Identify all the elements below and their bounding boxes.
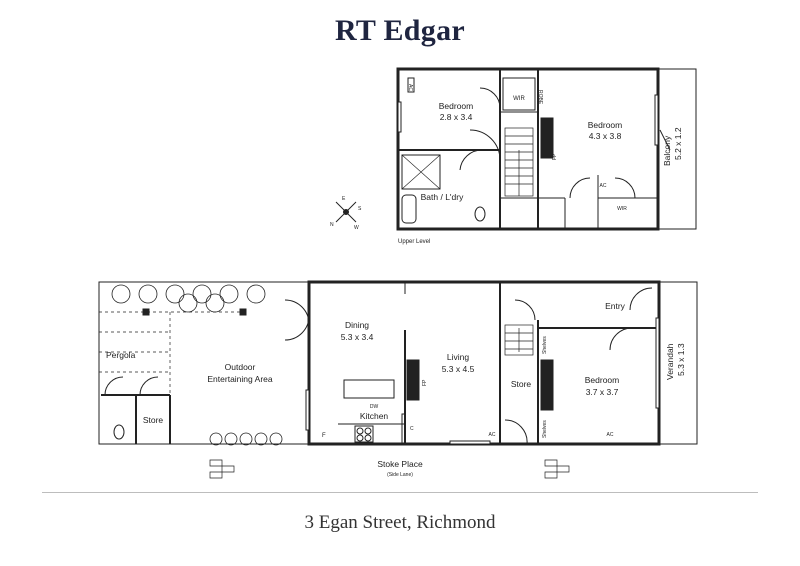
- compass-s: S: [358, 206, 362, 212]
- upper-fp: FP: [552, 153, 558, 160]
- dw-label: DW: [370, 404, 379, 410]
- pergola-label: Pergola: [106, 350, 136, 360]
- outdoor-line-2: Entertaining Area: [207, 374, 272, 384]
- upper-wir-1: WIR: [513, 96, 525, 102]
- kitchen-label: Kitchen: [360, 411, 389, 421]
- upper-level-plan: [396, 67, 697, 231]
- compass-icon: N E S W: [330, 196, 362, 231]
- compass-w: W: [354, 225, 359, 231]
- living-name: Living: [447, 352, 469, 362]
- upper-bath: Bath / L'dry: [421, 192, 464, 202]
- ground-level-plan: [98, 280, 698, 446]
- ground-ac-2: AC: [607, 432, 614, 438]
- living-size: 5.3 x 4.5: [442, 364, 475, 374]
- fridge-label: F: [322, 433, 326, 439]
- store-1-label: Store: [143, 415, 164, 425]
- c-label: C: [410, 426, 414, 432]
- street-sub: (Side Lane): [387, 472, 413, 478]
- dining-size: 5.3 x 3.4: [341, 332, 374, 342]
- outdoor-line-1: Outdoor: [225, 362, 256, 372]
- upper-ac-2: AC: [407, 84, 413, 91]
- paving: [209, 459, 570, 479]
- street-name: Stoke Place: [377, 459, 423, 469]
- shelves-1: Shelves: [542, 336, 548, 354]
- upper-bedroom-2-name: Bedroom: [588, 120, 623, 130]
- upper-level-label: Upper Level: [398, 239, 430, 245]
- balcony-size: 5.2 x 1.2: [673, 127, 683, 160]
- verandah-size: 5.3 x 1.3: [676, 343, 686, 376]
- verandah-name: Verandah: [665, 343, 675, 380]
- compass-n: N: [330, 222, 334, 228]
- ground-fp: FP: [422, 379, 428, 386]
- ground-bedroom-size: 3.7 x 3.7: [586, 387, 619, 397]
- upper-bedroom-2-size: 4.3 x 3.8: [589, 131, 622, 141]
- upper-bedroom-1-name: Bedroom: [439, 101, 474, 111]
- upper-bedroom-1-size: 2.8 x 3.4: [440, 112, 473, 122]
- property-address: 3 Egan Street, Richmond: [304, 512, 496, 533]
- upper-ac-1: AC: [600, 183, 607, 189]
- brand-logo: RT Edgar: [335, 14, 465, 47]
- upper-wir-2: WIR: [617, 206, 627, 212]
- balcony-name: Balcony: [662, 135, 672, 166]
- shelves-2: Shelves: [542, 420, 548, 438]
- entry-label: Entry: [605, 301, 626, 311]
- lane-divider: [42, 492, 758, 493]
- compass-e: E: [342, 196, 346, 202]
- dining-name: Dining: [345, 320, 369, 330]
- ground-ac-1: AC: [489, 432, 496, 438]
- upper-robe: ROBE: [537, 90, 543, 105]
- ground-bedroom-name: Bedroom: [585, 375, 620, 385]
- store-2-label: Store: [511, 379, 532, 389]
